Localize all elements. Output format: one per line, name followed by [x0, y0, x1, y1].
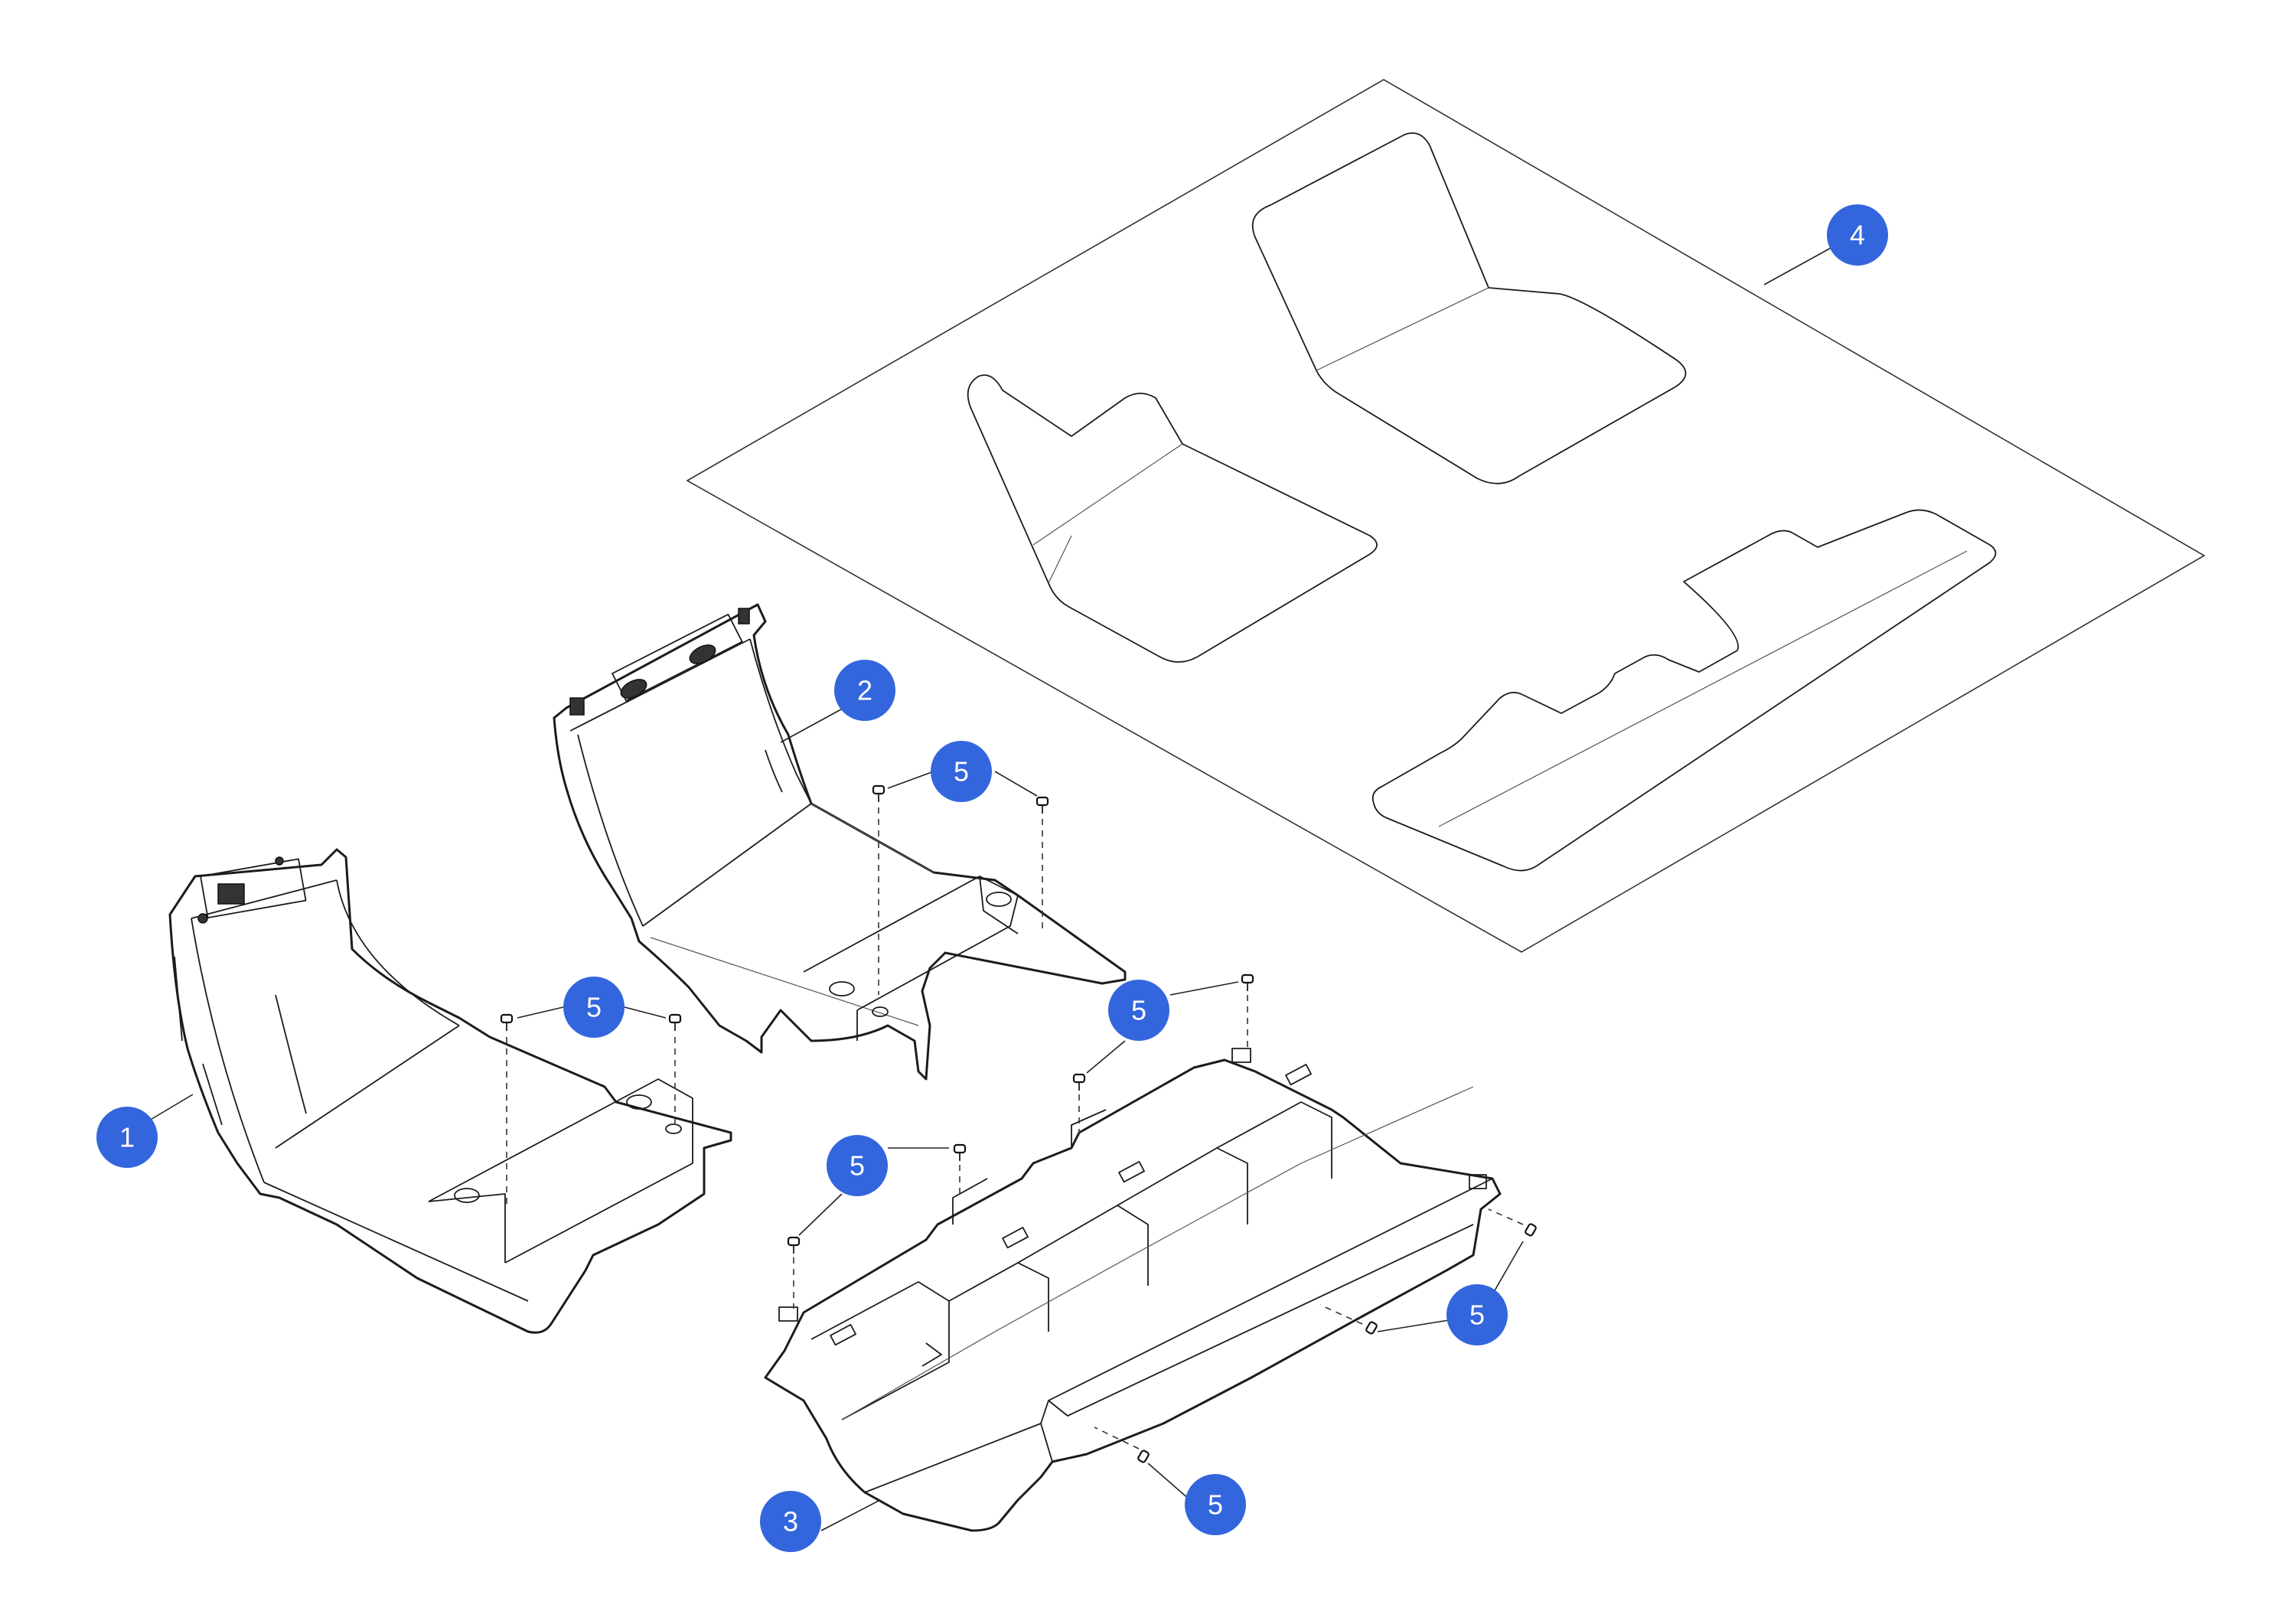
part-3-rear-carpet: [764, 1048, 1502, 1532]
callout-5-label: 5: [1469, 1300, 1485, 1331]
clip-icon: [1072, 1073, 1086, 1091]
part-4-floor-mats: [686, 79, 2206, 953]
mat-driver: [1251, 132, 1687, 484]
callout-5: 5: [827, 1135, 888, 1196]
fasteners: [500, 784, 1537, 1463]
callout-5-label: 5: [586, 992, 602, 1023]
clip-icon: [1241, 973, 1254, 991]
part-2-front-carpet: [553, 603, 1127, 1081]
callout-1-label: 1: [119, 1122, 135, 1153]
callout-3: 3: [760, 1491, 821, 1552]
callout-5-label: 5: [1208, 1489, 1223, 1521]
callout-5: 5: [1446, 1284, 1508, 1345]
carpet-3-outline: [764, 1058, 1502, 1532]
clip-icon: [1525, 1223, 1537, 1237]
callout-4: 4: [1827, 204, 1888, 266]
clip-icon: [500, 1013, 514, 1031]
leader-lines: [141, 234, 1855, 1531]
callout-2-label: 2: [857, 675, 872, 706]
callout-5: 5: [563, 977, 625, 1038]
callout-4-label: 4: [1850, 220, 1865, 251]
part-1-front-carpet: [168, 848, 732, 1334]
clip-icon: [872, 784, 885, 802]
callout-1: 1: [96, 1107, 158, 1168]
mat-rear: [1371, 509, 1997, 872]
clip-icon: [953, 1143, 967, 1161]
callout-5-label: 5: [954, 756, 969, 788]
callout-5: 5: [1108, 980, 1169, 1041]
callout-2: 2: [834, 660, 895, 721]
clip-icon: [668, 1013, 682, 1031]
clip-icon: [787, 1236, 801, 1254]
carpet-1-outline: [168, 848, 732, 1334]
clip-icon: [1365, 1321, 1378, 1335]
carpet-2-outline: [553, 603, 1127, 1081]
mat-passenger: [967, 374, 1378, 663]
callout-5: 5: [931, 741, 992, 802]
callout-5-label: 5: [1131, 995, 1146, 1026]
clip-icon: [1137, 1450, 1150, 1463]
callout-3-label: 3: [783, 1506, 798, 1538]
callout-5-label: 5: [850, 1150, 865, 1182]
mat-sheet-outline: [686, 79, 2206, 953]
callout-5: 5: [1185, 1474, 1246, 1535]
clip-icon: [1035, 796, 1049, 814]
